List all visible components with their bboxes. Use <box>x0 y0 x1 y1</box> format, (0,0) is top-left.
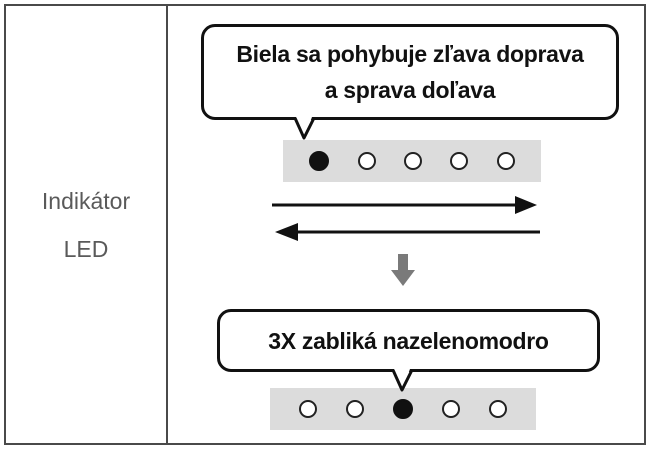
arrow-right-icon <box>272 196 537 214</box>
arrow-down-icon <box>391 254 415 286</box>
step2-led-2-unlit <box>345 400 364 418</box>
step1-led-3-unlit <box>403 152 422 170</box>
step1-led-5-unlit <box>496 152 515 170</box>
bubble1-tail <box>293 117 316 140</box>
step2-led-4-unlit <box>442 400 461 418</box>
row-label-line2: LED <box>63 235 109 262</box>
step1-led-1-lit <box>309 151 330 171</box>
step2-led-1-unlit <box>298 400 317 418</box>
bubble2-tail <box>391 369 414 392</box>
column-divider <box>166 6 168 443</box>
speech-bubble-step1: Biela sa pohybuje zľava doprava a sprava… <box>201 24 619 120</box>
step2-led-3-lit <box>392 399 413 419</box>
bubble1-line1: Biela sa pohybuje zľava doprava <box>236 41 584 67</box>
bubble2-text: 3X zabliká nazelenomodro <box>268 327 549 354</box>
led-bar-step2 <box>270 388 536 430</box>
step1-led-4-unlit <box>450 152 469 170</box>
bubble1-line2: a sprava doľava <box>324 77 496 103</box>
row-label-line1: Indikátor <box>41 187 131 214</box>
led-bar-step1 <box>283 140 541 182</box>
step1-led-2-unlit <box>357 152 376 170</box>
arrow-left-icon <box>275 223 540 241</box>
row-label-cell: Indikátor LED <box>6 6 166 443</box>
step2-led-5-unlit <box>489 400 508 418</box>
